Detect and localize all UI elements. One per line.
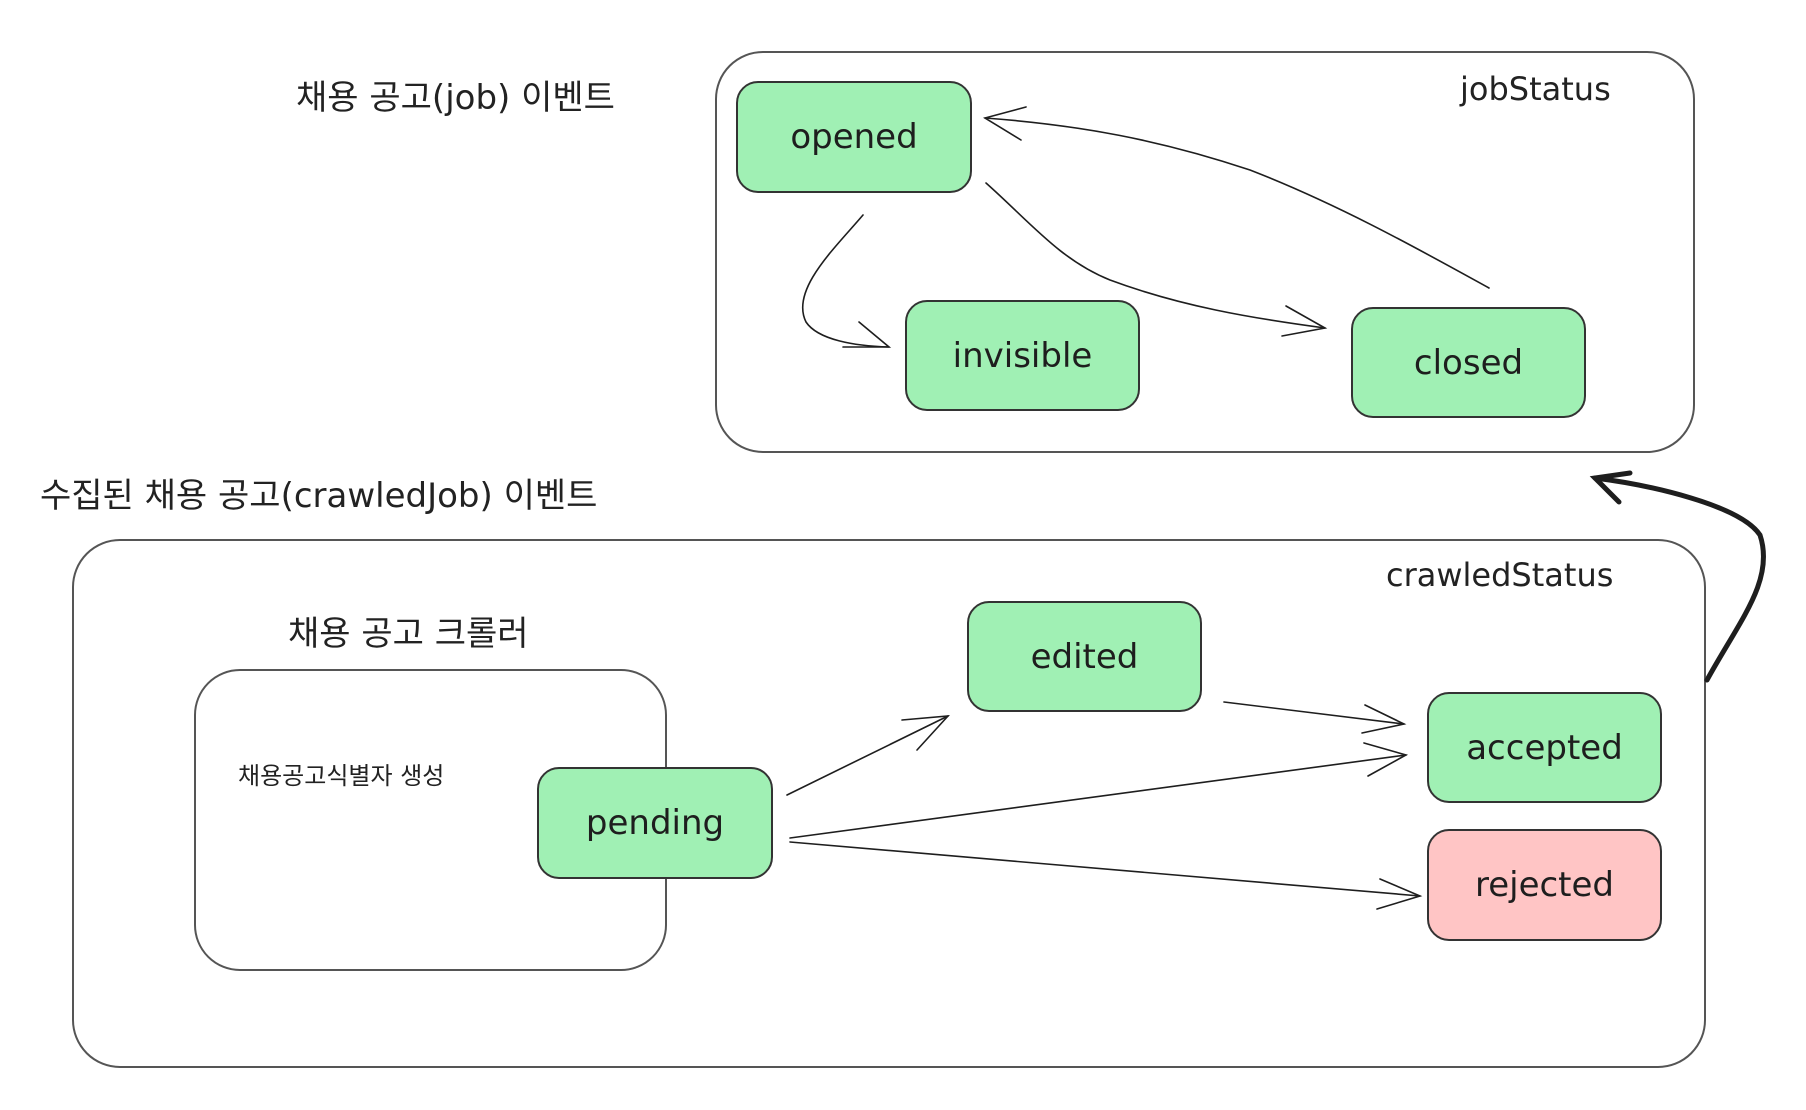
node-accepted[interactable]: accepted bbox=[1427, 692, 1662, 803]
crawled-status-group bbox=[72, 539, 1706, 1068]
node-closed[interactable]: closed bbox=[1351, 307, 1586, 418]
job-events-title: 채용 공고(job) 이벤트 bbox=[296, 78, 615, 118]
node-invisible[interactable]: invisible bbox=[905, 300, 1140, 411]
edge-edited-accepted bbox=[1223, 701, 1407, 734]
edge-opened-invisible bbox=[801, 214, 892, 348]
crawler-title: 채용 공고 크롤러 bbox=[288, 614, 529, 654]
node-edited[interactable]: edited bbox=[967, 601, 1202, 712]
crawled-status-label: crawledStatus bbox=[1386, 556, 1614, 594]
edge-pending-accepted bbox=[789, 742, 1409, 839]
crawled-events-title: 수집된 채용 공고(crawledJob) 이벤트 bbox=[40, 476, 598, 516]
edge-closed-opened bbox=[982, 106, 1490, 289]
edge-opened-closed bbox=[985, 182, 1328, 337]
node-pending[interactable]: pending bbox=[537, 767, 773, 879]
edge-crawled-to-job bbox=[1589, 470, 1767, 683]
crawler-action-label: 채용공고식별자 생성 bbox=[238, 762, 445, 790]
edge-pending-edited bbox=[786, 715, 950, 796]
job-status-label: jobStatus bbox=[1460, 70, 1611, 108]
node-rejected[interactable]: rejected bbox=[1427, 829, 1662, 941]
node-opened[interactable]: opened bbox=[736, 81, 972, 193]
job-status-group bbox=[715, 51, 1695, 453]
edge-pending-rejected bbox=[789, 841, 1423, 910]
